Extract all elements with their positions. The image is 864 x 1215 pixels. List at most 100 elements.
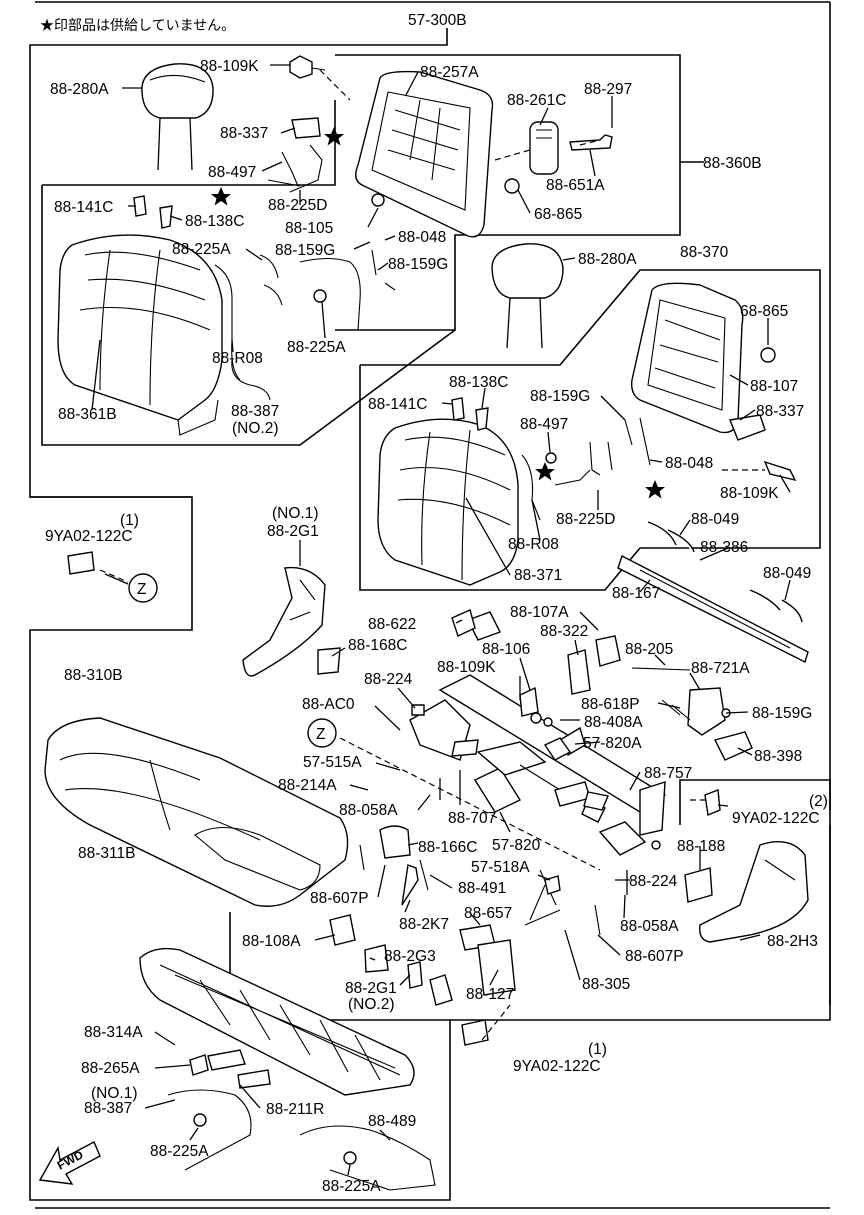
seatback-frame-right (630, 282, 776, 441)
part-label: 88-109K (437, 659, 496, 676)
part-label: 88-310B (64, 667, 123, 684)
part-label: (1) (120, 512, 139, 529)
part-label: 88-159G (388, 256, 448, 273)
part-label: (2) (809, 793, 828, 810)
part-label: 88-607P (625, 948, 684, 965)
part-label: 88-166C (418, 839, 477, 856)
part-label: 88-225A (172, 241, 231, 258)
part-label: 88-224 (629, 873, 678, 890)
part-label: 88-618P (581, 696, 640, 713)
part-label: 88-337 (220, 125, 268, 142)
part-label: (NO.1) (272, 505, 319, 522)
part-label: 88-205 (625, 641, 673, 658)
part-label: 88-387 (84, 1100, 132, 1117)
part-label: 88-058A (620, 918, 679, 935)
part-label: 88-707 (448, 810, 496, 827)
part-label: 57-820A (583, 735, 642, 752)
part-label: 88-2K7 (399, 916, 449, 933)
part-label: 88-159G (752, 705, 812, 722)
part-label: 57-820 (492, 837, 541, 854)
rail-mechanism (317, 609, 753, 1006)
part-label: 88-386 (700, 539, 748, 556)
part-label: 88-225D (268, 197, 327, 214)
part-label: 88-211R (266, 1101, 324, 1118)
part-label: 88-280A (50, 81, 109, 98)
part-label: 88-167 (612, 585, 660, 602)
part-label: 88-398 (754, 748, 802, 765)
part-label: 88-108A (242, 933, 301, 950)
part-label: (1) (588, 1041, 607, 1058)
part-label: 88-371 (514, 567, 562, 584)
part-label: 88-261C (507, 92, 566, 109)
part-label: 88-214A (278, 777, 337, 794)
center-lines (99, 69, 765, 1041)
part-label: 88-R08 (212, 350, 263, 367)
svg-text:Z: Z (137, 581, 146, 598)
part-label: 88-408A (584, 714, 643, 731)
fwd-arrow: FWD (38, 1141, 101, 1185)
callout-z-upper: Z (128, 573, 158, 603)
star-markers (211, 127, 665, 499)
small-parts-right (451, 397, 803, 623)
part-label: 88-2G1 (345, 980, 397, 997)
seatback-cushion-left (57, 234, 223, 436)
small-bits-lower (67, 551, 721, 1191)
part-label: 88-305 (582, 976, 630, 993)
part-label: 88-141C (368, 396, 427, 413)
leader-lines (91, 64, 791, 1176)
star-icon (645, 480, 665, 499)
part-label: 9YA02-122C (732, 810, 820, 827)
part-label: 88-387 (231, 403, 279, 420)
part-label: 88-049 (763, 565, 811, 582)
part-label: 88-360B (703, 155, 762, 172)
part-label: 88-R08 (508, 536, 559, 553)
part-label: 88-138C (185, 213, 244, 230)
part-label: 88-168C (348, 637, 407, 654)
part-label: 68-865 (740, 303, 788, 320)
part-label: 88-607P (310, 890, 369, 907)
part-label: 88-257A (420, 64, 479, 81)
part-label: 88-225A (322, 1178, 381, 1195)
seat-cushion (44, 717, 349, 907)
part-label: 88-311B (78, 845, 135, 862)
part-label: 88-497 (520, 416, 568, 433)
side-cover-right (699, 841, 809, 943)
headrest-right (491, 243, 564, 349)
part-label: 88-105 (285, 220, 333, 237)
headrest-left (141, 63, 214, 171)
part-label: 88-AC0 (302, 696, 355, 713)
part-label: 88-657 (464, 905, 512, 922)
part-label: 88-188 (677, 838, 725, 855)
part-label: 88-109K (720, 485, 779, 502)
part-label: 88-138C (449, 374, 508, 391)
part-label: 88-2G1 (267, 523, 319, 540)
part-label: 88-2G3 (384, 948, 436, 965)
part-label: 88-497 (208, 164, 256, 181)
part-label: 57-515A (303, 754, 362, 771)
part-labels: 88-280A 88-109K 88-257A 88-261C 88-297 8… (45, 58, 828, 1195)
part-label: 88-224 (364, 671, 413, 688)
part-label: 68-865 (534, 206, 582, 223)
part-label: 88-107 (750, 378, 798, 395)
part-label: 88-106 (482, 641, 530, 658)
part-label: 88-2H3 (767, 933, 818, 950)
part-label: 88-489 (368, 1113, 416, 1130)
callout-z-lower: Z (307, 718, 337, 748)
part-label: 88-048 (398, 229, 446, 246)
part-label: 88-225A (287, 339, 346, 356)
seat-frame (139, 947, 415, 1096)
part-label: 88-058A (339, 802, 398, 819)
star-icon (535, 462, 555, 481)
part-label: 88-622 (368, 616, 416, 633)
part-label: 88-721A (691, 660, 750, 677)
part-label: (NO.1) (91, 1085, 138, 1102)
part-label: 88-107A (510, 604, 569, 621)
star-icon (324, 127, 344, 146)
part-label: 88-757 (644, 765, 692, 782)
seatback-cushion-right (377, 418, 519, 586)
not-supplied-note: ★印部品は供給していません。 (40, 17, 235, 33)
part-label: (NO.2) (348, 996, 395, 1013)
part-label: 88-651A (546, 177, 605, 194)
part-label: 88-048 (665, 455, 713, 472)
part-label: 88-297 (584, 81, 632, 98)
